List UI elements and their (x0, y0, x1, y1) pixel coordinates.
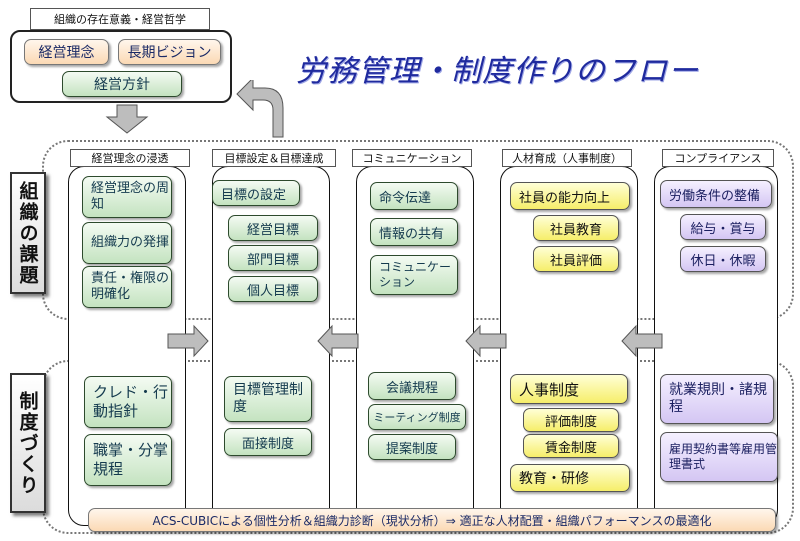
down-arrow-icon (105, 104, 149, 134)
left-arrow-icon (317, 324, 359, 358)
issue-employee-evaluation: 社員評価 (533, 246, 619, 272)
management-policy-box: 経営方針 (62, 71, 182, 97)
system-proposal: 提案制度 (368, 434, 456, 460)
system-interview: 面接制度 (224, 428, 312, 456)
issue-capability-improvement: 社員の能力向上 (510, 182, 630, 210)
issue-working-conditions: 労働条件の整備 (660, 180, 772, 208)
left-arrow-icon (465, 324, 507, 358)
issue-command-delivery: 命令伝達 (370, 182, 458, 210)
issue-organizational-strength: 組織力の発揮 (82, 222, 172, 264)
column-header-1: 経営理念の浸透 (70, 149, 190, 167)
issue-management-goal: 経営目標 (228, 215, 318, 241)
row-label-issues: 組織の課題 (10, 172, 46, 294)
issue-philosophy-awareness: 経営理念の周知 (82, 176, 172, 218)
system-wage: 賃金制度 (523, 434, 619, 458)
philosophy-label: 組織の存在意義・経営哲学 (30, 8, 210, 30)
system-credo-guidelines: クレド・行動指針 (84, 376, 172, 428)
system-training: 教育・研修 (510, 464, 630, 492)
system-mbo: 目標管理制度 (224, 376, 312, 422)
system-employment-forms: 雇用契約書等雇用管理書式 (660, 432, 778, 482)
right-arrow-icon (167, 324, 209, 358)
curved-up-arrow-icon (236, 80, 284, 138)
issue-salary-bonus: 給与・賞与 (680, 214, 766, 240)
management-philosophy-box: 経営理念 (24, 39, 109, 65)
system-meeting: ミーティング制度 (368, 404, 466, 430)
long-term-vision-box: 長期ビジョン (118, 39, 221, 65)
system-duties-regulations: 職掌・分掌規程 (84, 434, 172, 486)
row-label-systems-text: 制度づくり (16, 390, 39, 496)
issue-responsibility-clarity: 責任・権限の明確化 (82, 266, 172, 308)
issue-department-goal: 部門目標 (228, 245, 318, 271)
column-header-4: 人材育成（人事制度） (502, 149, 632, 167)
column-header-3: コミュニケーション (352, 149, 472, 167)
bottom-banner: ACS-CUBICによる個性分析＆組織力診断（現状分析）⇒ 適正な人材配置・組織… (88, 508, 776, 532)
issue-communication: コミュニケーション (370, 255, 458, 295)
column-header-5: コンプライアンス (662, 149, 774, 167)
row-label-issues-text: 組織の課題 (16, 180, 39, 286)
issue-employee-education: 社員教育 (533, 215, 619, 241)
issue-goal-setting: 目標の設定 (212, 180, 300, 206)
page-title: 労務管理・制度作りのフロー (296, 54, 699, 89)
issue-holidays-leave: 休日・休暇 (680, 246, 766, 272)
column-header-2: 目標設定＆目標達成 (212, 149, 336, 167)
left-arrow-icon (621, 324, 663, 358)
row-label-systems: 制度づくり (10, 373, 46, 513)
system-work-rules: 就業規則・諸規程 (660, 374, 774, 424)
issue-information-sharing: 情報の共有 (370, 218, 458, 246)
system-meeting-rules: 会議規程 (368, 372, 456, 400)
issue-individual-goal: 個人目標 (228, 276, 318, 302)
system-evaluation: 評価制度 (523, 408, 619, 432)
system-hr: 人事制度 (510, 374, 628, 404)
